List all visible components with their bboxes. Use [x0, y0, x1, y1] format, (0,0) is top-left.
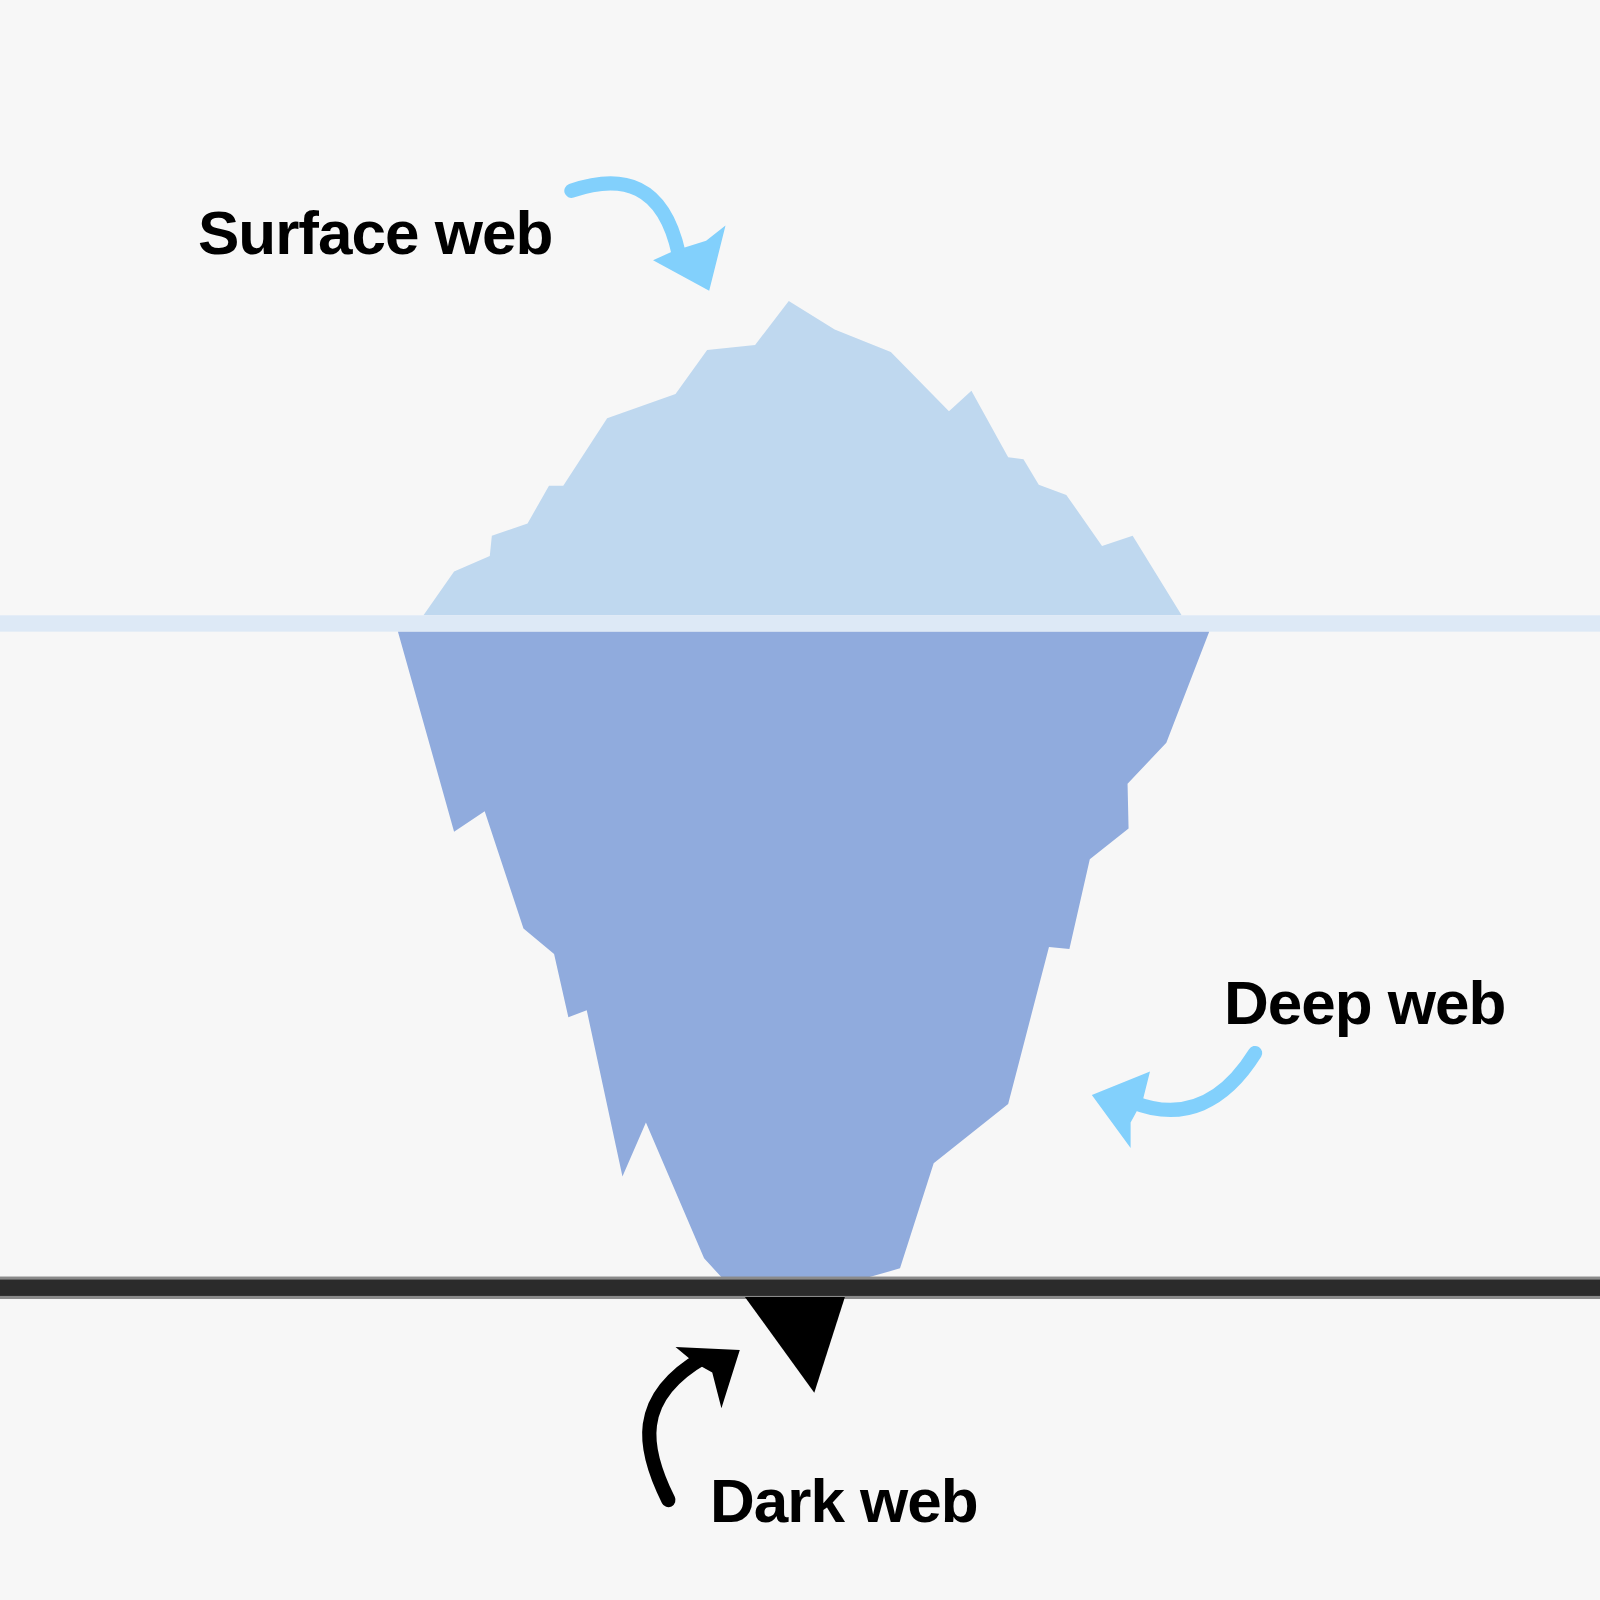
- water-line: [0, 615, 1600, 631]
- dark-web-tip: [745, 1297, 845, 1393]
- section-label: Surface web: [198, 202, 552, 264]
- section-label: Deep web: [1224, 972, 1505, 1034]
- surface-arrow: [571, 183, 678, 253]
- surface-arrowhead: [653, 226, 725, 291]
- deep-arrowhead: [1092, 1071, 1150, 1148]
- iceberg-underwater: [398, 632, 1209, 1281]
- section-label: Dark web: [710, 1470, 978, 1532]
- deep-arrow: [1133, 1053, 1255, 1110]
- dark-arrow: [649, 1357, 704, 1500]
- dark-line: [0, 1280, 1600, 1296]
- dark-line-edge: [0, 1277, 1600, 1299]
- iceberg-top: [423, 301, 1181, 615]
- dark-arrowhead: [676, 1347, 740, 1408]
